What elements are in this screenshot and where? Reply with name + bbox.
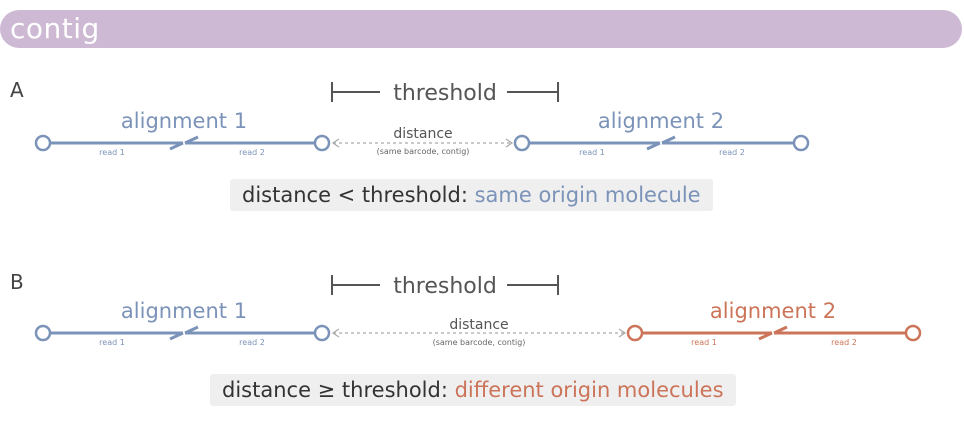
read-1-label: read 1 — [99, 338, 125, 347]
read-1-label: read 1 — [579, 148, 605, 157]
contig-banner: contig — [0, 10, 962, 48]
read-2-label: read 2 — [239, 148, 265, 157]
threshold-bracket — [331, 275, 559, 295]
alignment-2-end-node — [792, 134, 810, 152]
distance-note: (same barcode, contig) — [377, 147, 470, 156]
caption-condition: distance ≥ threshold: — [222, 378, 448, 402]
alignment-1-label: alignment 1 — [121, 299, 247, 323]
panel-a-letter: A — [10, 78, 24, 102]
read-2-label: read 2 — [719, 148, 745, 157]
threshold-bracket — [331, 82, 559, 102]
panel-b-letter: B — [10, 270, 24, 294]
alignment-2-start-node — [626, 324, 644, 342]
panel-a-caption: distance < threshold: same origin molecu… — [230, 179, 713, 211]
alignment-2-label: alignment 2 — [598, 109, 724, 133]
read-1-label: read 1 — [691, 338, 717, 347]
threshold-label: threshold — [393, 274, 497, 299]
distance-label: distance — [449, 317, 508, 333]
alignment-2: alignment 2 read 1 read 2 — [626, 299, 922, 347]
threshold-label: threshold — [393, 81, 497, 106]
caption-result: different origin molecules — [454, 378, 724, 402]
distance-note: (same barcode, contig) — [433, 338, 526, 347]
distance-label: distance — [393, 126, 452, 142]
panel-a: threshold alignment 1 read 1 read 2 dist… — [34, 81, 810, 157]
alignment-2-end-node — [904, 324, 922, 342]
distance-arrow — [331, 328, 627, 338]
distance-arrow — [331, 138, 514, 148]
caption-condition: distance < threshold: — [242, 183, 468, 207]
read-2-label: read 2 — [831, 338, 857, 347]
panel-b: threshold alignment 1 read 1 read 2 dist… — [34, 274, 922, 347]
caption-result: same origin molecule — [474, 183, 701, 207]
alignment-2-label: alignment 2 — [710, 299, 836, 323]
alignment-1-end-node — [313, 324, 331, 342]
read-2-label: read 2 — [239, 338, 265, 347]
alignment-1: alignment 1 read 1 read 2 — [34, 299, 331, 347]
read-1-label: read 1 — [99, 148, 125, 157]
banner-title: contig — [10, 12, 100, 45]
alignment-1-start-node — [34, 134, 52, 152]
alignment-2-start-node — [513, 134, 531, 152]
alignment-1-end-node — [313, 134, 331, 152]
panel-b-caption: distance ≥ threshold: different origin m… — [210, 374, 736, 406]
alignment-1-start-node — [34, 324, 52, 342]
alignment-2: alignment 2 read 1 read 2 — [513, 109, 810, 157]
alignment-1: alignment 1 read 1 read 2 — [34, 109, 331, 157]
alignment-1-label: alignment 1 — [121, 109, 247, 133]
